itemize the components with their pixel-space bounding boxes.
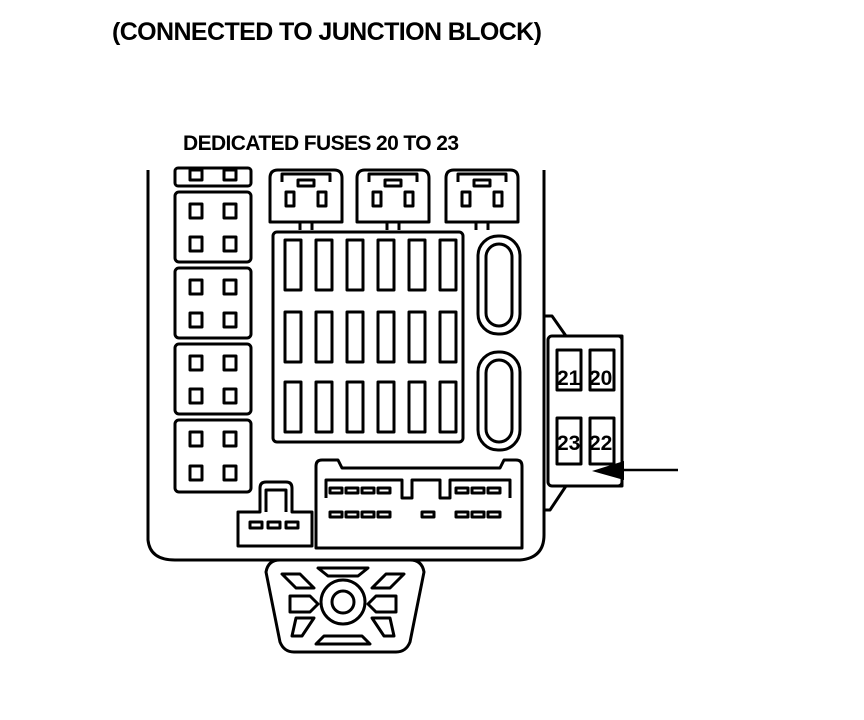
relay-socket-top-partial xyxy=(173,166,253,188)
top-connector-2 xyxy=(355,168,431,230)
fuse-label-22: 22 xyxy=(589,432,612,455)
top-connector-3 xyxy=(444,168,520,230)
fuse-label-23: 23 xyxy=(557,432,580,455)
large-connector xyxy=(314,458,524,550)
small-connector xyxy=(236,480,314,548)
dedicated-fuse-block xyxy=(544,314,624,512)
dedicated-fuses-label: DEDICATED FUSES 20 TO 23 xyxy=(183,132,459,155)
relay-socket-4 xyxy=(173,418,253,494)
relay-socket-3 xyxy=(173,342,253,416)
mounting-bracket xyxy=(264,558,426,654)
top-connector-1 xyxy=(268,168,344,230)
fuse-grid xyxy=(271,230,465,444)
fuse-label-20: 20 xyxy=(589,367,612,390)
relay-socket-2 xyxy=(173,266,253,340)
long-slot-top xyxy=(476,234,522,336)
fuse-label-21: 21 xyxy=(557,367,581,390)
long-slot-bottom xyxy=(476,350,522,452)
relay-socket-1 xyxy=(173,190,253,264)
leader-arrow xyxy=(592,461,678,480)
diagram-title: (CONNECTED TO JUNCTION BLOCK) xyxy=(112,18,542,46)
junction-block-housing xyxy=(146,170,546,562)
